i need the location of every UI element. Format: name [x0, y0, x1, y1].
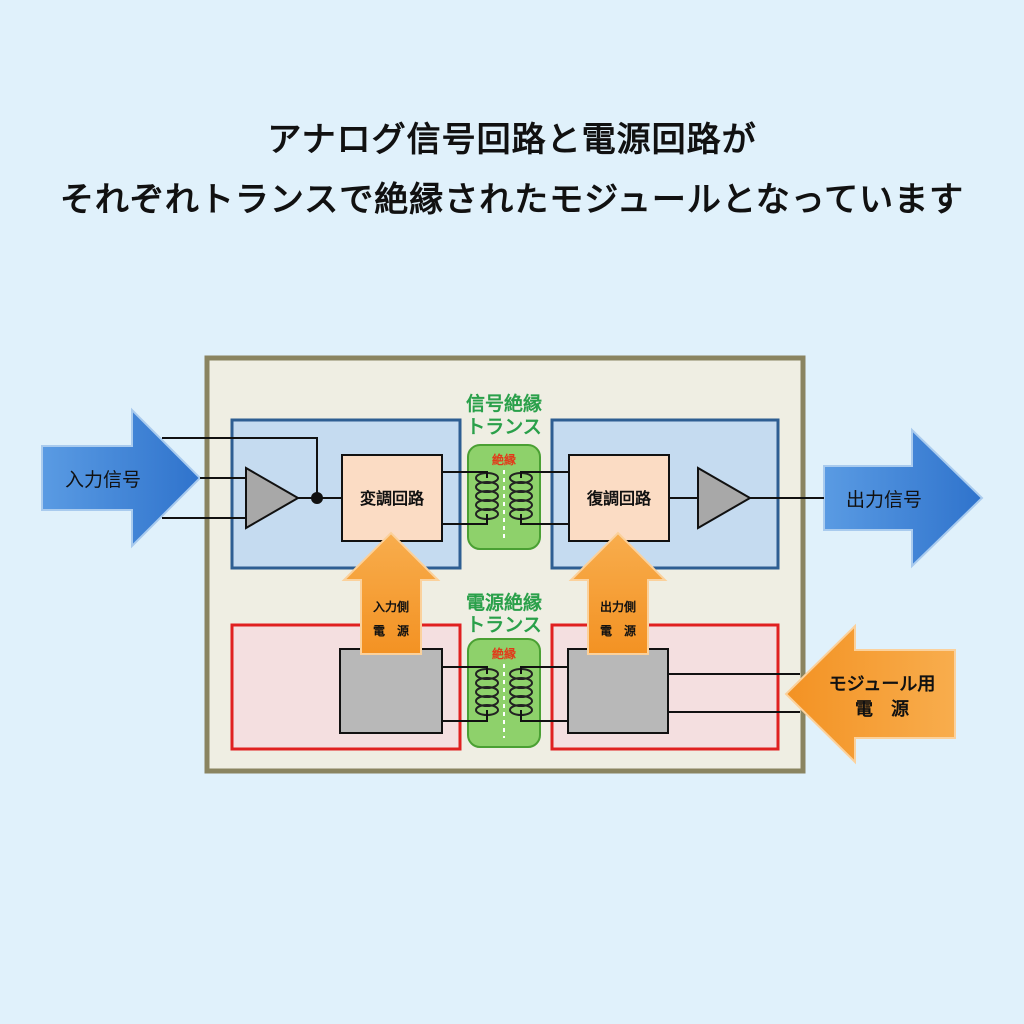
input-amplifier-icon [245, 466, 301, 530]
input-power-circuit [339, 648, 443, 734]
power-wires [442, 666, 800, 722]
module-power-label-1: モジュール用 [829, 674, 936, 695]
input-power-arrow [341, 531, 441, 655]
power-insulation-label: 絶縁 [492, 646, 516, 661]
heading-line-1: アナログ信号回路と電源回路が [267, 120, 757, 160]
modulation-circuit-label: 変調回路 [360, 489, 425, 508]
modulation-circuit [341, 454, 443, 542]
input-signal-label: 入力信号 [65, 469, 141, 491]
input-wires [162, 437, 342, 519]
module-power-arrow [784, 623, 956, 765]
output-signal-arrow [823, 427, 984, 569]
output-power-circuit [567, 648, 669, 734]
heading-line-2: それぞれトランスで絶縁されたモジュールとなっています [59, 180, 965, 220]
junction-dot [311, 492, 323, 504]
input-signal-arrow [41, 407, 202, 549]
output-signal-label: 出力信号 [846, 489, 922, 511]
demodulation-circuit-label: 復調回路 [586, 489, 652, 508]
output-power-label-1: 出力側 [600, 599, 636, 614]
output-power-arrow [568, 531, 668, 655]
signal-transformer-title-2: トランス [466, 416, 542, 438]
signal-transformer-title-1: 信号絶縁 [466, 392, 542, 415]
input-power-label-2: 電 源 [373, 623, 409, 638]
module-power-label-2: 電 源 [855, 698, 909, 720]
output-power-label-2: 電 源 [600, 623, 636, 638]
output-amplifier-icon [697, 466, 753, 530]
power-transformer-title-1: 電源絶縁 [466, 591, 542, 614]
demodulation-circuit [568, 454, 670, 542]
input-power-label-1: 入力側 [373, 599, 409, 614]
signal-insulation-label: 絶縁 [492, 452, 516, 467]
power-transformer-title-2: トランス [466, 614, 542, 636]
